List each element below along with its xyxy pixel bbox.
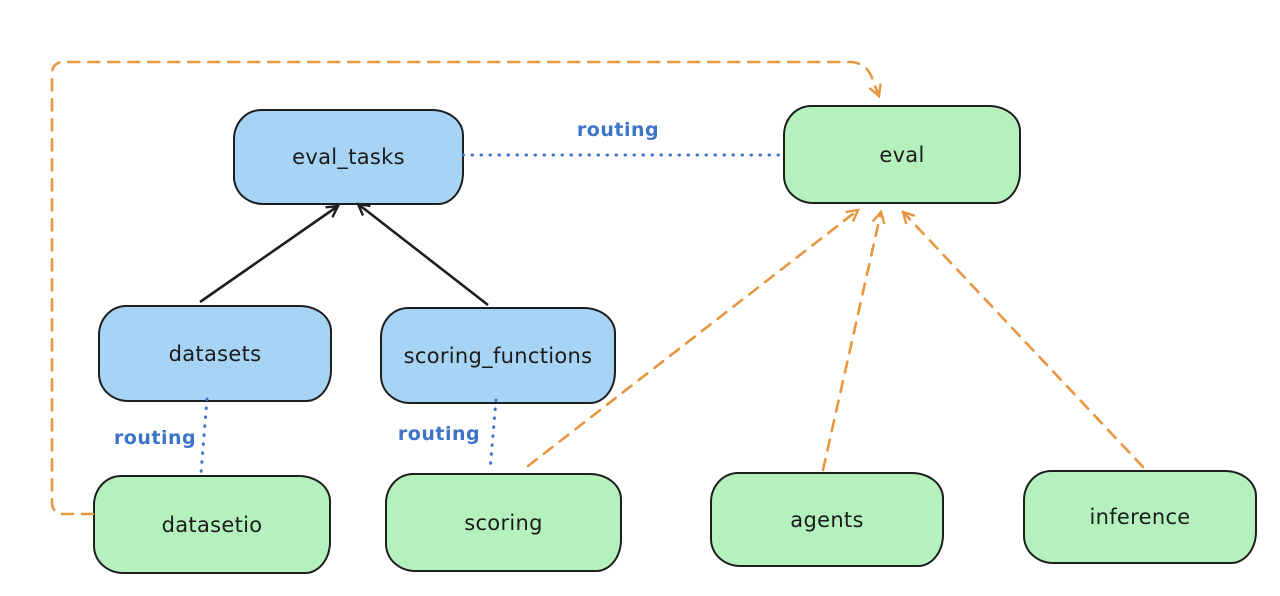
node-scoring-label: scoring (464, 510, 543, 535)
edge-scoring-functions-to-eval-tasks (356, 202, 489, 307)
node-datasetio: datasetio (93, 475, 331, 574)
edge-label-routing-eval: routing (576, 119, 660, 141)
node-datasets: datasets (98, 305, 332, 402)
edge-label-routing-scoring: routing (397, 423, 481, 445)
edge-label-routing-datasetio: routing (113, 427, 197, 449)
edge-routing-scoring-functions-to-scoring (488, 398, 498, 472)
node-agents-label: agents (790, 507, 864, 532)
node-datasetio-label: datasetio (161, 512, 263, 537)
node-inference-label: inference (1089, 505, 1191, 529)
node-scoring-functions-label: scoring_functions (403, 343, 593, 368)
node-eval-tasks: eval_tasks (233, 109, 464, 205)
edge-agents-to-eval (821, 209, 886, 472)
node-eval-tasks-label: eval_tasks (292, 145, 405, 169)
edge-datasets-to-eval-tasks (199, 204, 341, 304)
node-inference: inference (1023, 470, 1257, 564)
node-eval-label: eval (879, 142, 925, 167)
node-scoring: scoring (385, 473, 622, 572)
node-datasets-label: datasets (168, 341, 262, 366)
node-scoring-functions: scoring_functions (380, 307, 616, 404)
edge-inference-to-eval (901, 210, 1145, 469)
node-eval: eval (783, 105, 1021, 204)
node-agents: agents (710, 472, 944, 567)
